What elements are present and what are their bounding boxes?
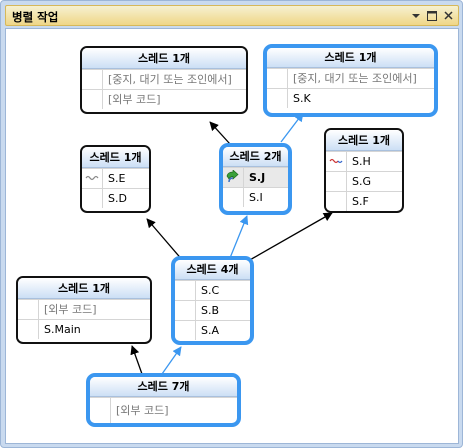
frame-label: S.C	[201, 284, 220, 297]
node-header: 스레드 7개	[90, 377, 237, 397]
frame-label: [외부 코드]	[108, 93, 161, 106]
stack-frame[interactable]: S.K	[267, 88, 434, 108]
stack-frame-current[interactable]: S.J	[223, 167, 288, 187]
stack-frame[interactable]: S.Main	[18, 319, 150, 339]
stack-frame[interactable]: S.C	[175, 280, 250, 300]
node-header: 스레드 1개	[267, 48, 434, 68]
frame-label: S.I	[249, 191, 263, 204]
stack-node-top-right[interactable]: 스레드 1개 [중지, 대기 또는 조인에서] S.K	[263, 44, 438, 117]
stack-frame[interactable]: S.I	[223, 187, 288, 207]
stack-node-mid-left[interactable]: 스레드 1개 S.E S.D	[80, 145, 151, 213]
wave-red-icon	[329, 155, 343, 168]
frame-label: [중지, 대기 또는 조인에서]	[293, 72, 417, 85]
node-header: 스레드 2개	[223, 147, 288, 167]
stack-node-top-left[interactable]: 스레드 1개 [중지, 대기 또는 조인에서] [외부 코드]	[80, 46, 248, 114]
stack-frame[interactable]: S.A	[175, 320, 250, 340]
stack-frame[interactable]: S.H	[326, 151, 402, 171]
close-icon[interactable]	[442, 9, 454, 23]
frame-label: S.E	[108, 172, 126, 185]
stack-frame[interactable]: [중지, 대기 또는 조인에서]	[267, 68, 434, 88]
stack-frame[interactable]: S.G	[326, 171, 402, 191]
frame-label: [중지, 대기 또는 조인에서]	[108, 73, 232, 86]
stack-frame[interactable]: S.B	[175, 300, 250, 320]
stack-frame[interactable]: [외부 코드]	[90, 397, 237, 423]
stack-frame[interactable]: S.E	[82, 168, 149, 188]
frame-label: S.H	[352, 155, 371, 168]
stack-node-mid-right[interactable]: 스레드 1개 S.H S.G S.F	[324, 128, 404, 213]
frame-label: S.Main	[44, 323, 81, 336]
frame-label: S.D	[108, 192, 127, 205]
node-header: 스레드 1개	[82, 48, 246, 69]
frame-label: S.F	[352, 195, 369, 208]
current-thread-arrow-icon	[226, 168, 240, 186]
frame-label: [외부 코드]	[44, 303, 97, 316]
stack-node-mid-center[interactable]: 스레드 2개 S.J S.I	[219, 143, 292, 215]
title-bar: 병렬 작업	[5, 5, 459, 26]
dropdown-icon[interactable]	[410, 9, 422, 23]
wave-gray-icon	[85, 172, 99, 185]
maximize-icon[interactable]	[426, 9, 438, 23]
stack-node-center[interactable]: 스레드 4개 S.C S.B S.A	[171, 256, 254, 345]
node-header: 스레드 4개	[175, 260, 250, 280]
stack-frame[interactable]: [중지, 대기 또는 조인에서]	[82, 69, 246, 89]
node-header: 스레드 1개	[326, 130, 402, 151]
node-header: 스레드 1개	[82, 147, 149, 168]
stack-frame[interactable]: [외부 코드]	[18, 299, 150, 319]
stack-frame[interactable]: [외부 코드]	[82, 89, 246, 109]
frame-label: S.G	[352, 175, 372, 188]
stack-frame[interactable]: S.F	[326, 191, 402, 211]
frame-label: S.A	[201, 324, 220, 337]
frame-label: [외부 코드]	[116, 404, 169, 417]
frame-label: S.B	[201, 304, 220, 317]
stack-node-low-left[interactable]: 스레드 1개 [외부 코드] S.Main	[16, 276, 152, 344]
node-header: 스레드 1개	[18, 278, 150, 299]
frame-label: S.J	[249, 171, 266, 184]
stack-node-bottom[interactable]: 스레드 7개 [외부 코드]	[86, 373, 241, 427]
stack-frame[interactable]: S.D	[82, 188, 149, 208]
frame-label: S.K	[293, 92, 311, 105]
window-title: 병렬 작업	[12, 10, 59, 24]
